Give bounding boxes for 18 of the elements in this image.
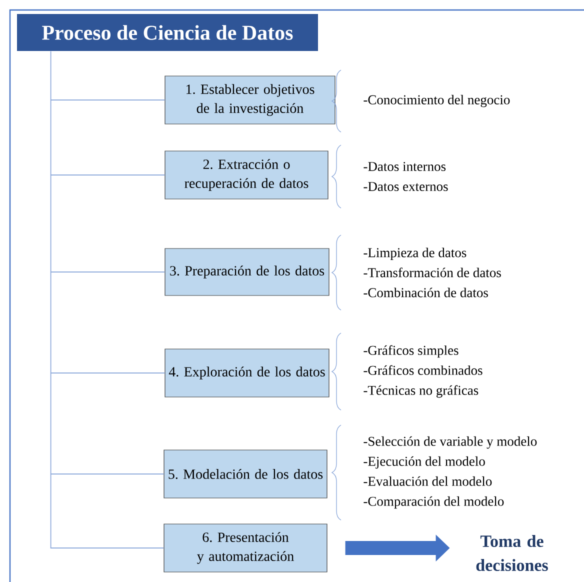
node-label: -Selección de variable y modelo <box>364 436 537 449</box>
bullet-list: -Conocimiento del negocio <box>364 94 510 108</box>
process-box: 2. Extracción o recuperación de datos <box>164 150 328 200</box>
process-box: 1. Establecer objetivos de la investigación <box>164 76 336 124</box>
process-box: 6. Presentación y automatización <box>164 524 328 572</box>
node-label: -Evaluación del modelo <box>364 476 492 486</box>
process-box: 5. Modelación de los datos <box>164 450 328 498</box>
bullet-list: -Datos internos -Datos externos <box>364 162 448 192</box>
process-box: 4. Exploración de los datos <box>164 348 330 398</box>
node-label: -Comparación del modelo <box>364 496 504 509</box>
bullet-list: -Gráficos simples -Gráficos combinados -Técnicas no gráficas <box>364 345 482 398</box>
node-label: -Ejecución del modelo <box>364 456 485 469</box>
tree-connector <box>50 50 166 548</box>
result-text: Toma de decisiones <box>476 535 548 571</box>
title-banner: Proceso de Ciencia de Datos <box>17 14 318 51</box>
process-box: 3. Preparación de los datos <box>164 248 330 296</box>
bullet-list: -Selección de variable y modelo -Ejecución del modelo -Evaluación del modelo -Comparación del modelo <box>364 436 537 509</box>
bullet-list: -Limpieza de datos -Transformación de datos -Combinación de datos <box>364 248 501 298</box>
